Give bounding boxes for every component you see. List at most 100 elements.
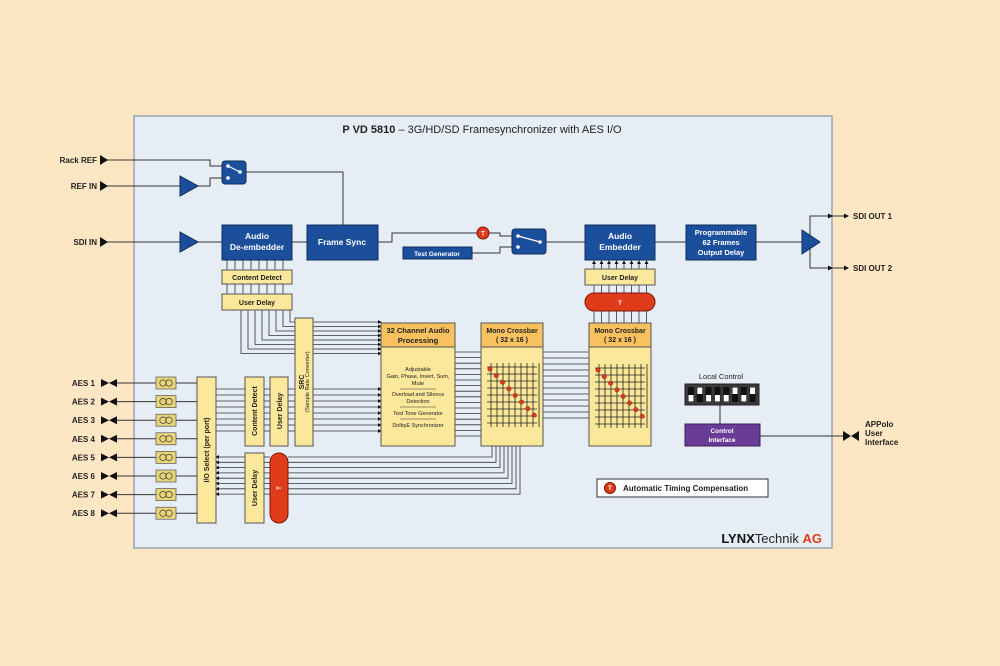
dip-switch-lever	[697, 387, 703, 394]
frame-sync-block[interactable]: Frame Sync	[306, 224, 379, 261]
coil-icon	[165, 416, 173, 424]
dip-switch	[688, 387, 694, 402]
mono-crossbar-1[interactable]: Mono Crossbar ( 32 x 16 )	[480, 322, 544, 447]
local-control-dip-switch[interactable]	[684, 383, 760, 406]
svg-text:Test Tone Generator: Test Tone Generator	[393, 411, 443, 417]
diagram-title: P VD 5810 – 3G/HD/SD Framesynchronizer w…	[342, 124, 622, 136]
sdi-in-connector-icon[interactable]	[100, 237, 108, 247]
aes-connector-icon	[101, 434, 109, 443]
svg-text:User Delay: User Delay	[252, 470, 259, 506]
dip-switch-lever	[706, 395, 712, 402]
aes-port-label: AES 5	[72, 453, 96, 462]
aes-connector-icon	[101, 397, 109, 406]
content-detect-top-block[interactable]: Content Detect	[221, 269, 293, 285]
coil-icon	[165, 435, 173, 443]
dip-switch-lever	[741, 395, 747, 402]
svg-text:Test Generator: Test Generator	[414, 251, 460, 258]
svg-text:Content Detect: Content Detect	[252, 385, 259, 435]
dip-switch	[740, 387, 747, 402]
user-delay-aes-out-block[interactable]: User Delay	[244, 452, 265, 524]
wire	[288, 446, 497, 463]
aes-port-label: AES 1	[72, 379, 96, 388]
wire	[288, 446, 517, 490]
svg-text:Frame Sync: Frame Sync	[318, 237, 366, 247]
test-generator-switch	[511, 228, 547, 255]
svg-text:Audio: Audio	[245, 231, 269, 241]
coil-icon	[159, 379, 167, 387]
wire	[240, 310, 382, 356]
wire	[247, 310, 382, 351]
svg-text:Gain, Phase, Invert, Sum,: Gain, Phase, Invert, Sum,	[387, 374, 450, 380]
test-generator-block[interactable]: Test Generator	[402, 246, 473, 260]
svg-text:( 32 x 16 ): ( 32 x 16 )	[604, 337, 636, 344]
control-interface-block[interactable]: Control Interface	[684, 423, 761, 447]
io-select-block[interactable]: I/O Select (per port)	[196, 376, 217, 524]
dip-switch	[696, 387, 703, 402]
audio-processing-block[interactable]: 32 Channel Audio Processing Adjustable G…	[380, 322, 456, 447]
aes-port[interactable]: AES 1	[72, 376, 197, 390]
svg-text:Embedder: Embedder	[599, 242, 641, 252]
signal-wires	[106, 159, 849, 437]
coil-icon	[159, 491, 167, 499]
crosspoint-icon	[633, 407, 639, 413]
content-detect-aes-block[interactable]: Content Detect	[244, 376, 265, 447]
crosspoint-icon	[525, 406, 531, 412]
src-block[interactable]: SRC (Sample Rate Converter)	[294, 317, 314, 447]
crosspoint-icon	[601, 374, 607, 380]
legend-icon: T	[608, 486, 612, 492]
aes-port[interactable]: AES 5	[72, 451, 197, 464]
aes-port[interactable]: AES 2	[72, 395, 197, 408]
aes-connector-icon	[109, 453, 117, 462]
aes-port[interactable]: AES 3	[72, 413, 197, 427]
appolo-label-1: APPolo	[865, 420, 894, 429]
rack-ref-connector-icon[interactable]	[100, 155, 108, 165]
aes-connector-icon	[109, 509, 117, 518]
user-delay-top-block[interactable]: User Delay	[221, 293, 293, 311]
aes-port[interactable]: AES 8	[72, 506, 197, 520]
svg-text:T: T	[618, 301, 622, 307]
aes-connector-icon	[101, 509, 109, 518]
crosspoint-icon	[531, 412, 537, 418]
svg-text:Overload and Silence: Overload and Silence	[392, 392, 445, 398]
crosspoint-icon	[519, 399, 524, 405]
sdi-out-amplifier-icon	[801, 229, 821, 255]
dip-switch	[705, 387, 712, 402]
aes-port-label: AES 6	[72, 472, 96, 481]
user-delay-aes-block[interactable]: User Delay	[269, 376, 289, 447]
legend-label: Automatic Timing Compensation	[623, 484, 748, 493]
ref-in-label: REF IN	[71, 182, 97, 191]
mono-crossbar-2[interactable]: Mono Crossbar ( 32 x 16 )	[588, 322, 652, 447]
aes-port[interactable]: AES 7	[72, 488, 197, 501]
output-delay-block[interactable]: Programmable 62 Frames Output Delay	[685, 224, 757, 261]
aes-connector-icon	[101, 416, 109, 425]
aes-port[interactable]: AES 4	[72, 432, 197, 446]
appolo-connector-icon[interactable]	[843, 431, 859, 441]
aes-connector-icon	[109, 397, 117, 406]
user-delay-embedder-block[interactable]: User Delay	[584, 268, 656, 286]
audio-channel-bundles	[215, 260, 649, 497]
audio-embedder-block[interactable]: Audio Embedder	[584, 224, 656, 261]
svg-text:De-embedder: De-embedder	[230, 242, 285, 252]
coil-icon	[159, 472, 167, 480]
timing-compensation-aes: T	[269, 452, 289, 524]
sdi-out-1-label: SDI OUT 1	[853, 212, 893, 221]
crosspoint-icon	[608, 380, 614, 386]
dip-switch-lever	[723, 395, 729, 402]
crosspoint-icon	[487, 366, 493, 372]
svg-text:Mono Crossbar: Mono Crossbar	[594, 328, 646, 335]
dip-switch-lever	[688, 395, 694, 402]
brand-logo: LYNXTechnik AG	[721, 531, 822, 546]
sdi-in-label: SDI IN	[73, 238, 97, 247]
svg-text:SRC: SRC	[299, 375, 306, 390]
ref-in-connector-icon[interactable]	[100, 181, 108, 191]
svg-text:Mono Crossbar: Mono Crossbar	[486, 328, 538, 335]
wire	[288, 446, 509, 479]
aes-port[interactable]: AES 6	[72, 469, 197, 483]
local-control-label: Local Control	[699, 372, 744, 381]
coil-icon	[165, 453, 173, 461]
audio-deembedder-block[interactable]: Audio De-embedder	[221, 224, 293, 261]
svg-text:Mute: Mute	[412, 381, 424, 387]
crosspoint-icon	[512, 392, 518, 398]
aes-connector-icon	[101, 379, 109, 387]
